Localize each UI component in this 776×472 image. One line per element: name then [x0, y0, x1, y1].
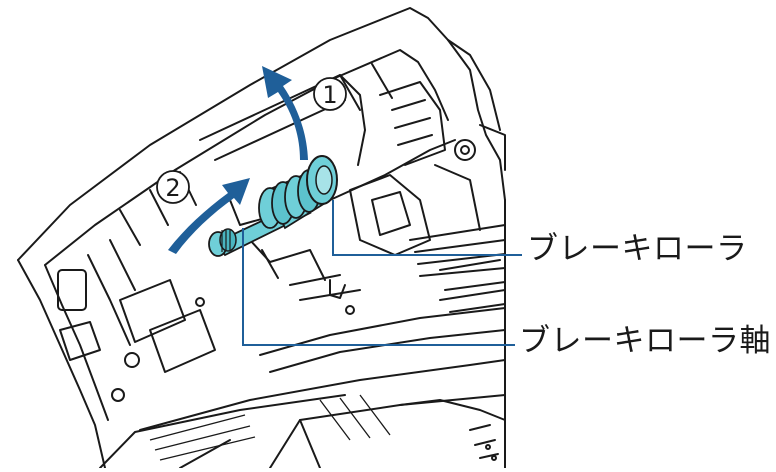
leader-brake-roller-shaft	[242, 228, 515, 346]
arrow-step2-icon	[168, 178, 250, 254]
removal-arrows	[168, 66, 308, 254]
stacker-hatching	[149, 394, 391, 461]
scanner-body	[17, 7, 506, 469]
shaft-gear	[208, 228, 237, 257]
brake-roller	[258, 155, 338, 230]
leader-lines	[242, 200, 522, 346]
svg-text:2: 2	[165, 174, 180, 202]
brake-roller-label: ブレーキローラ	[527, 231, 748, 267]
arrow-step1-icon	[262, 66, 308, 160]
brake-roller-shaft-label: ブレーキローラ軸	[519, 323, 771, 359]
step1-badge: 1	[313, 77, 347, 111]
step2-badge: 2	[156, 170, 190, 204]
svg-text:1: 1	[322, 81, 337, 109]
leader-brake-roller	[332, 200, 522, 256]
